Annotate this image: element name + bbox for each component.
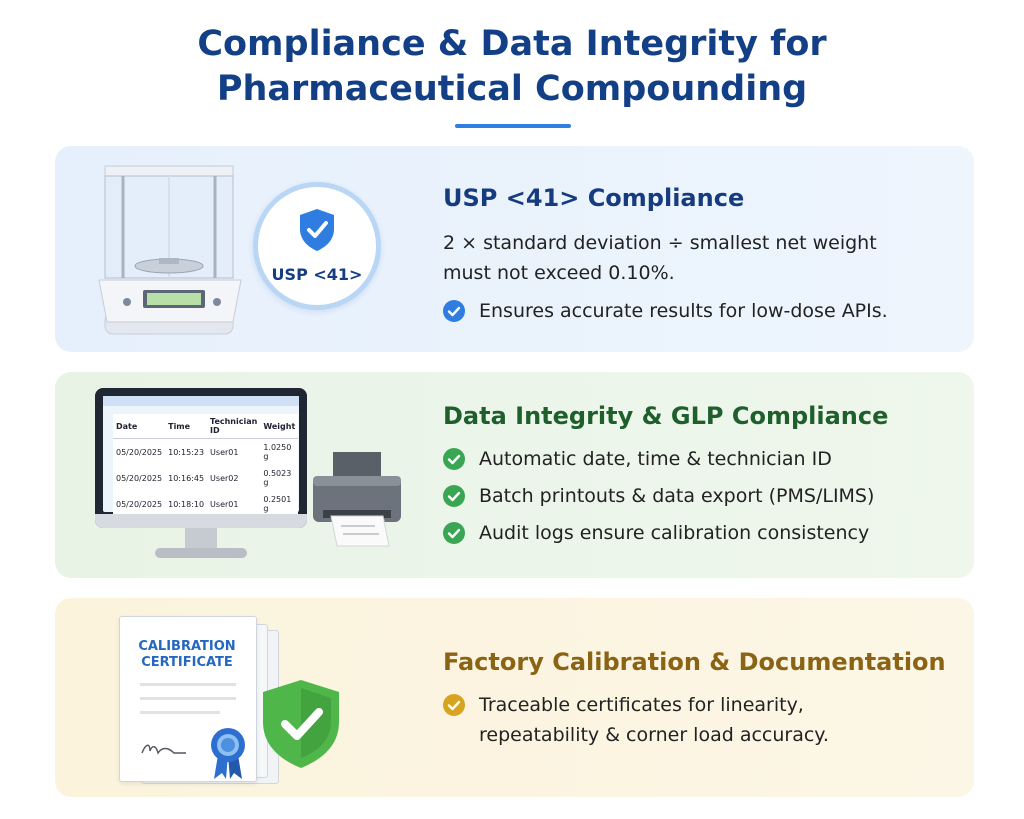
table-cell: 0.2501 g — [263, 495, 292, 513]
table-cell: 05/20/2025 — [116, 499, 163, 509]
calibration-bullet-text: Traceable certificates for linearity, re… — [479, 690, 829, 750]
table-header-technician: Technician ID — [207, 414, 261, 439]
check-circle-icon — [443, 300, 465, 322]
usp-body-line1: 2 × standard deviation ÷ smallest net we… — [443, 232, 877, 254]
table-cell: User01 — [210, 447, 239, 457]
table-header-date: Date — [113, 414, 166, 439]
page-title: Compliance & Data Integrity for Pharmace… — [0, 22, 1024, 112]
table-row: 05/20/2025 10:16:45 User02 0.5023 g — [113, 465, 298, 491]
table-header-time: Time — [165, 414, 208, 439]
balance-icon — [98, 165, 242, 335]
calibration-bullet: Traceable certificates for linearity, re… — [443, 690, 829, 750]
certificate-title-line2: CERTIFICATE — [141, 655, 233, 670]
check-circle-icon — [443, 694, 465, 716]
certificate-icon: CALIBRATION CERTIFICATE — [119, 608, 289, 788]
calibration-bullet-line2: repeatability & corner load accuracy. — [479, 724, 829, 746]
table-header-weight: Weight — [260, 414, 299, 439]
glp-bullet-1-text: Automatic date, time & technician ID — [479, 448, 832, 470]
table-cell: User01 — [210, 499, 239, 509]
usp-badge: USP <41> — [253, 182, 381, 310]
shield-check-icon — [300, 209, 334, 251]
table-row: 05/20/2025 10:18:10 User01 0.2501 g — [113, 491, 298, 517]
glp-card: Date Time Technician ID Weight 05/20/202… — [55, 372, 974, 578]
printer-icon — [313, 452, 401, 547]
table-cell: 10:15:23 — [168, 447, 205, 457]
usp-badge-label: USP <41> — [271, 265, 363, 284]
certificate-title-line1: CALIBRATION — [138, 639, 236, 654]
table-cell: 10:16:45 — [168, 473, 205, 483]
calibration-bullet-line1: Traceable certificates for linearity, — [479, 694, 804, 716]
calibration-heading: Factory Calibration & Documentation — [443, 648, 946, 676]
monitor-icon: Date Time Technician ID Weight 05/20/202… — [95, 388, 307, 564]
page-title-line1: Compliance & Data Integrity for — [197, 24, 827, 64]
weighing-log-table: Date Time Technician ID Weight 05/20/202… — [113, 414, 299, 517]
title-underline — [455, 124, 571, 128]
table-cell: 10:18:10 — [168, 499, 205, 509]
check-circle-icon — [443, 522, 465, 544]
table-cell: 05/20/2025 — [116, 447, 163, 457]
check-circle-icon — [443, 448, 465, 470]
calibration-card: CALIBRATION CERTIFICATE Factory Calibrat… — [55, 598, 974, 797]
glp-heading: Data Integrity & GLP Compliance — [443, 402, 889, 430]
shield-check-icon — [263, 680, 339, 768]
glp-bullet-3-text: Audit logs ensure calibration consistenc… — [479, 522, 870, 544]
usp-card: USP <41> USP <41> Compliance 2 × standar… — [55, 146, 974, 352]
glp-bullet-3: Audit logs ensure calibration consistenc… — [443, 518, 869, 548]
usp-bullet-text: Ensures accurate results for low-dose AP… — [479, 300, 888, 322]
usp-heading: USP <41> Compliance — [443, 184, 745, 212]
glp-bullet-2: Batch printouts & data export (PMS/LIMS) — [443, 481, 874, 511]
signature-icon — [141, 744, 186, 755]
page-title-line2: Pharmaceutical Compounding — [216, 69, 808, 109]
table-cell: User02 — [210, 473, 239, 483]
glp-bullet-1: Automatic date, time & technician ID — [443, 444, 832, 474]
table-cell: 1.0250 g — [263, 443, 292, 461]
glp-bullet-2-text: Batch printouts & data export (PMS/LIMS) — [479, 485, 875, 507]
usp-body-line2: must not exceed 0.10%. — [443, 262, 675, 284]
seal-ribbon-icon — [211, 728, 245, 779]
table-row: 05/20/2025 10:15:23 User01 1.0250 g — [113, 439, 298, 466]
check-circle-icon — [443, 485, 465, 507]
usp-bullet: Ensures accurate results for low-dose AP… — [443, 296, 888, 326]
table-cell: 0.5023 g — [263, 469, 292, 487]
table-cell: 05/20/2025 — [116, 473, 163, 483]
